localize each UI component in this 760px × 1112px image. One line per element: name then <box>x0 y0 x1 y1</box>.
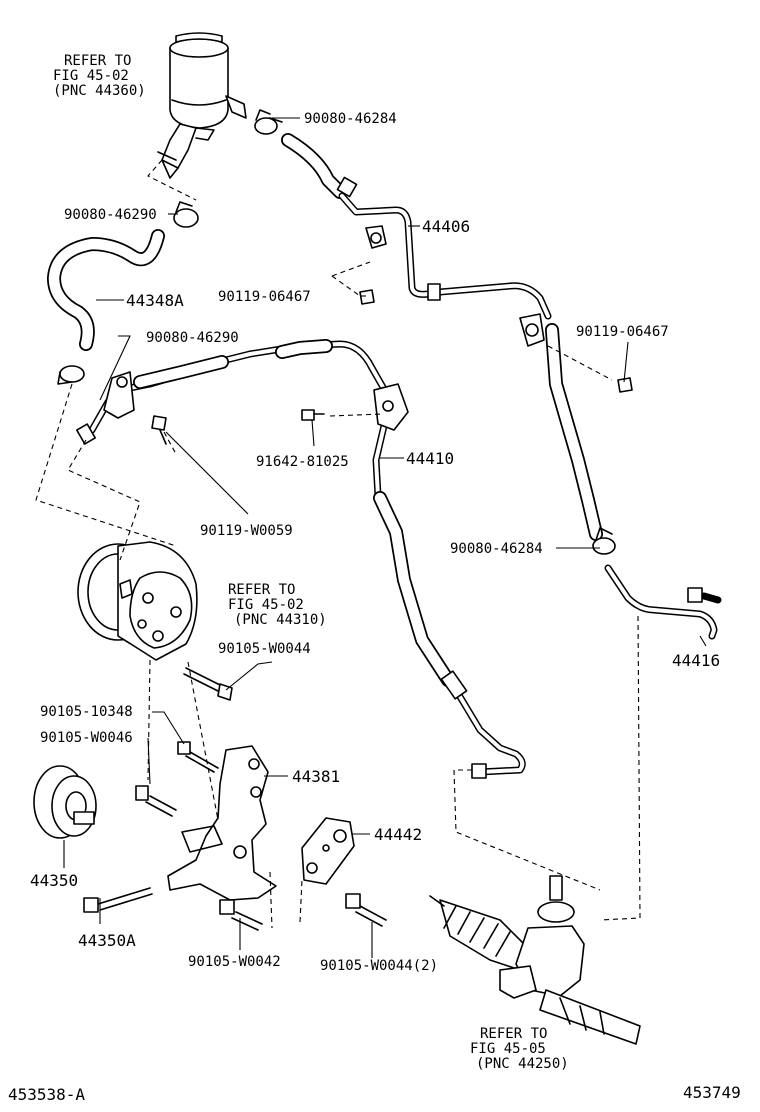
label-90080-46290-upper[interactable]: 90080-46290 <box>64 207 157 223</box>
pump-reference-note: REFER TO FIG 45-02 (PNC 44310) <box>228 582 327 628</box>
label-44410[interactable]: 44410 <box>406 449 454 468</box>
label-90080-46284-upper[interactable]: 90080-46284 <box>304 111 397 127</box>
steering-gear-drawing <box>429 875 641 1045</box>
pressure-hose-44410-drawing <box>76 339 526 779</box>
suction-hose-44348A-drawing <box>47 201 199 385</box>
leader-lines <box>63 117 707 958</box>
ref-line-2: FIG 45-02 <box>53 68 129 84</box>
idler-pulley-44350-drawing <box>33 765 97 839</box>
label-44350A[interactable]: 44350A <box>78 931 136 950</box>
label-90105-W0044[interactable]: 90105-W0044 <box>218 641 311 657</box>
label-90119-06467-left[interactable]: 90119-06467 <box>218 289 311 305</box>
ref-line-1: REFER TO <box>480 1026 547 1042</box>
label-90105-10348[interactable]: 90105-10348 <box>40 704 133 720</box>
label-90080-46290-lower[interactable]: 90080-46290 <box>146 330 239 346</box>
label-44348A[interactable]: 44348A <box>126 291 184 310</box>
label-91642-81025[interactable]: 91642-81025 <box>256 454 349 470</box>
bracket-44381-drawing <box>167 745 277 901</box>
ref-line-2: FIG 45-05 <box>470 1041 546 1057</box>
ref-line-1: REFER TO <box>228 582 295 598</box>
return-hose-44406-drawing <box>281 133 603 541</box>
dashed-connectors <box>35 159 641 929</box>
label-44350[interactable]: 44350 <box>30 871 78 890</box>
label-90105-W0042[interactable]: 90105-W0042 <box>188 954 281 970</box>
vane-pump-drawing <box>77 541 198 661</box>
gear-reference-note: REFER TO FIG 45-05 (PNC 44250) <box>470 1026 569 1072</box>
bolts-drawing <box>151 289 633 445</box>
clamp-90080-46284-upper-drawing <box>254 109 283 135</box>
ref-line-1: REFER TO <box>64 53 131 69</box>
label-90105-W0044-2[interactable]: 90105-W0044(2) <box>320 958 438 974</box>
label-90080-46284-lower[interactable]: 90080-46284 <box>450 541 543 557</box>
label-44406[interactable]: 44406 <box>422 217 470 236</box>
return-pipe-44416-drawing <box>592 527 722 640</box>
label-90119-06467-right[interactable]: 90119-06467 <box>576 324 669 340</box>
label-90105-W0046[interactable]: 90105-W0046 <box>40 730 133 746</box>
label-44416[interactable]: 44416 <box>672 651 720 670</box>
bolt-90105-W0044-drawing <box>183 667 233 701</box>
ref-line-3: (PNC 44250) <box>476 1056 569 1072</box>
ref-line-2: FIG 45-02 <box>228 597 304 613</box>
bracket-bolts-drawing <box>83 741 387 931</box>
ref-line-3: (PNC 44310) <box>234 612 327 628</box>
footer-left-code: 453538-A <box>8 1085 85 1104</box>
footer-right-code: 453749 <box>683 1083 741 1102</box>
label-44381[interactable]: 44381 <box>292 767 340 786</box>
label-44442[interactable]: 44442 <box>374 825 422 844</box>
ref-line-3: (PNC 44360) <box>53 83 146 99</box>
reservoir-tank-drawing <box>157 32 247 179</box>
label-90119-W0059[interactable]: 90119-W0059 <box>200 523 293 539</box>
reservoir-reference-note: REFER TO FIG 45-02 (PNC 44360) <box>53 53 146 99</box>
plate-44442-drawing <box>301 817 355 885</box>
